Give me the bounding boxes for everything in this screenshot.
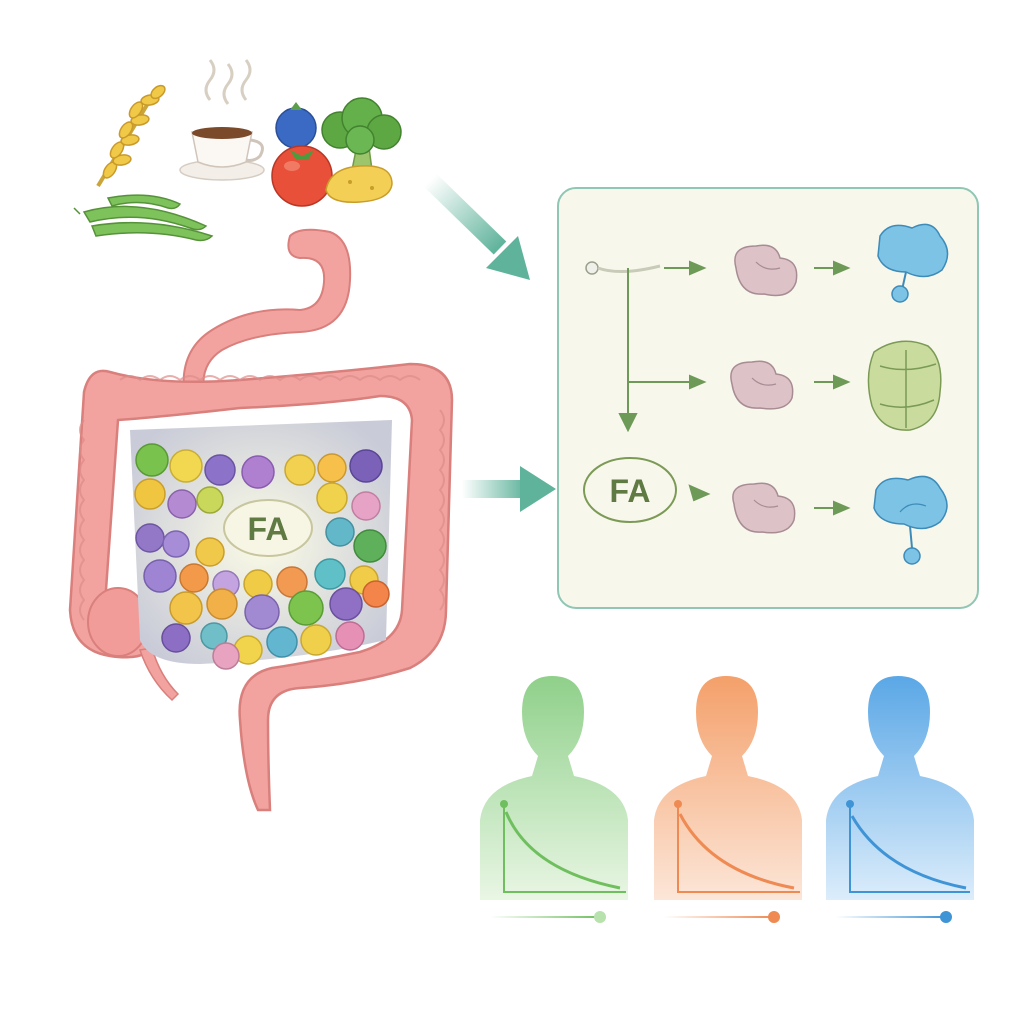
coffee-cup-icon — [179, 59, 265, 181]
pathway-panel: FA — [557, 187, 979, 609]
pathway-branches — [618, 260, 707, 433]
protein-row1 — [734, 244, 798, 297]
blue-receptor-icon — [873, 475, 948, 565]
pathway-fa-label: FA — [583, 457, 677, 523]
pathway-fa-text: FA — [610, 473, 651, 509]
broccoli-icon — [321, 97, 402, 171]
food-group — [73, 59, 402, 242]
gut-illustration: FA — [68, 228, 454, 812]
orange-person-icon — [654, 676, 802, 923]
green-person-icon — [480, 676, 628, 923]
blue-person-icon — [826, 676, 974, 923]
wheat-icon — [96, 84, 166, 188]
gut-fa-label: FA — [223, 499, 313, 557]
potato-icon — [325, 165, 393, 203]
protein-row2 — [730, 360, 794, 410]
stomach — [182, 228, 352, 393]
blueberry-icon — [275, 102, 317, 149]
arrow-gut-to-panel — [462, 466, 556, 512]
blue-receptor-icon — [877, 223, 949, 303]
tomato-icon — [271, 145, 333, 207]
protein-row3 — [732, 482, 796, 534]
green-beans-icon — [73, 194, 214, 242]
gut-fa-text: FA — [248, 511, 289, 547]
green-channel-icon — [867, 340, 942, 431]
microbe-cluster — [134, 443, 390, 670]
appendix — [139, 647, 180, 702]
source-node — [585, 261, 661, 275]
arrow-food-to-panel — [423, 173, 530, 280]
receptor-arrows — [688, 260, 851, 516]
